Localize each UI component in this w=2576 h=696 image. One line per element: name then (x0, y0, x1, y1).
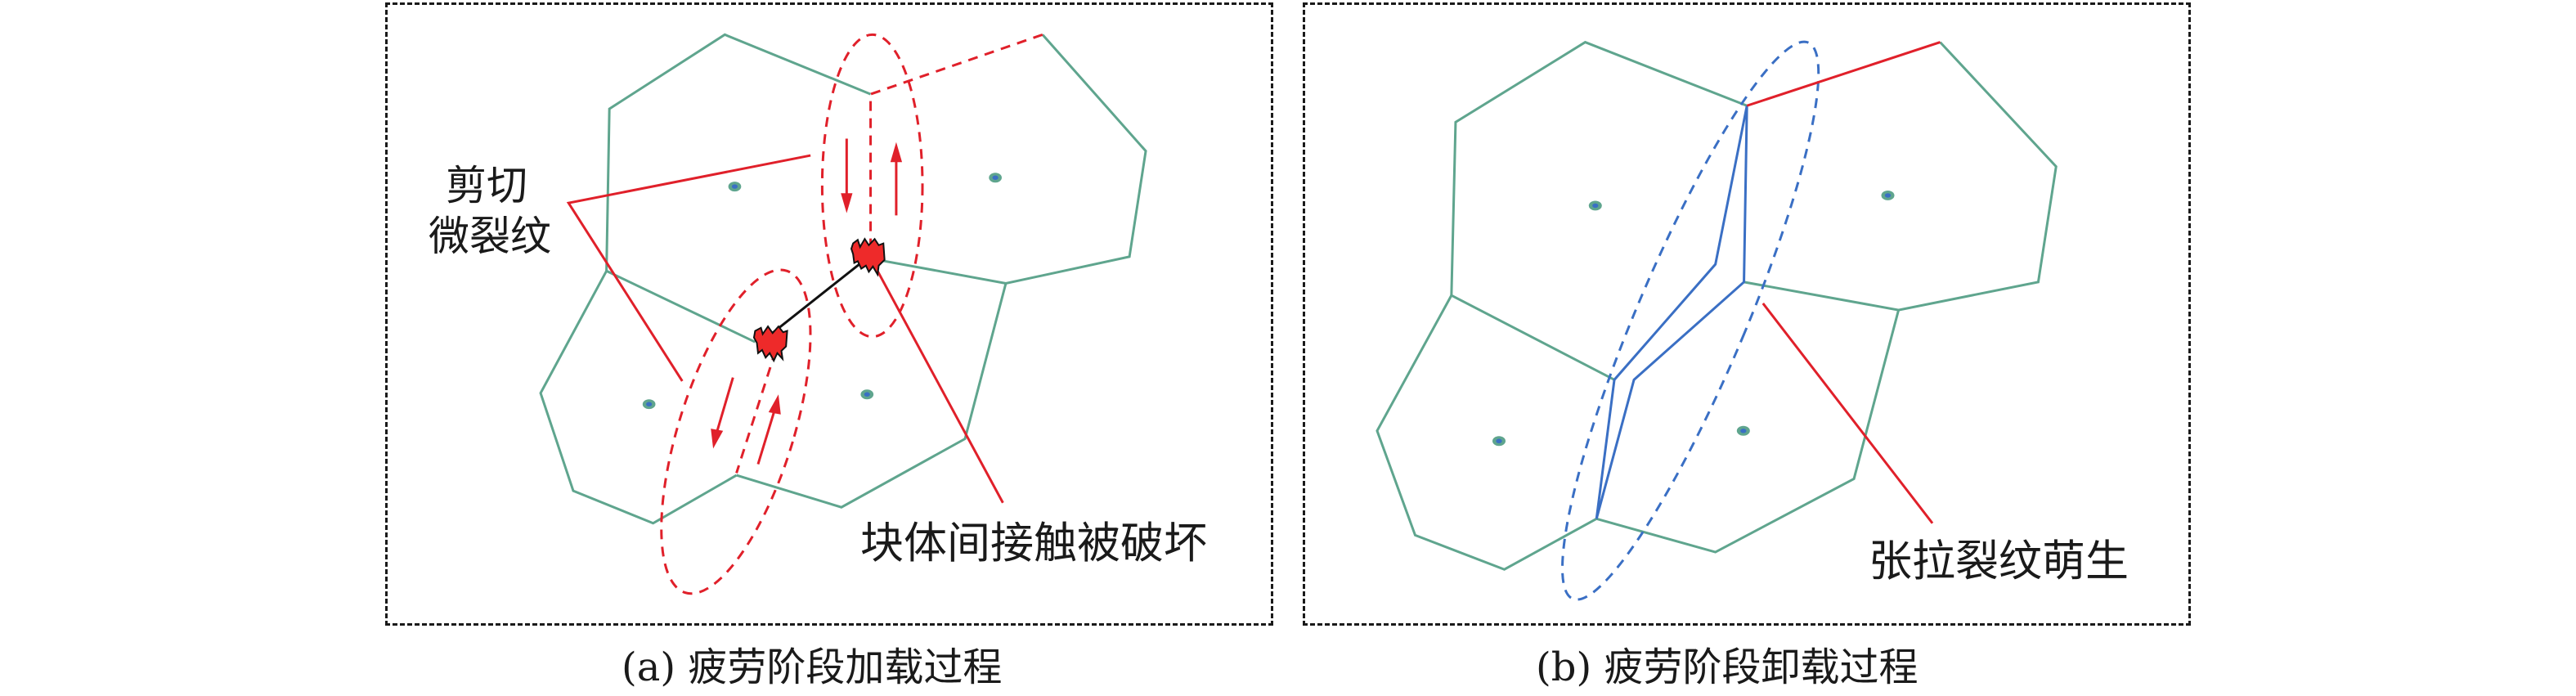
arrowhead-icon (711, 429, 724, 449)
grain-top-left (1452, 43, 1747, 380)
fracture-point-icon (851, 239, 885, 274)
shear-crack-upper (871, 34, 1043, 249)
panel-b-frame (1303, 2, 2191, 626)
arrowhead-icon (890, 141, 903, 163)
tensile-crack (1747, 43, 1940, 106)
label-shear-line2: 微裂纹 (429, 213, 551, 260)
arrowhead-icon (841, 193, 853, 213)
grain-bottom-left (541, 271, 737, 523)
shear-zone-lower (631, 260, 841, 603)
grain-bottom-right (737, 283, 1006, 507)
grain-bottom-left (1377, 295, 1596, 569)
grain-top-left (607, 34, 871, 342)
tensile-zone (1520, 29, 1860, 612)
shear-crack-lower (737, 351, 776, 473)
arrowhead-icon (768, 394, 781, 415)
caption-b: (b) 疲劳阶段卸载过程 (1536, 644, 1919, 690)
arrow-up-lower (758, 411, 774, 464)
grain-top-right (1744, 43, 2057, 310)
panel-a-frame (385, 2, 1273, 626)
opening-gap-left (1596, 106, 1747, 519)
leader-contact-broken (877, 271, 1003, 502)
opening-gap-right (1596, 106, 1747, 519)
caption-a: (a) 疲劳阶段加载过程 (622, 644, 1003, 690)
contact-link (764, 257, 868, 340)
arrow-down-lower (717, 378, 733, 431)
fracture-point-icon (754, 326, 788, 361)
label-tensile-crack: 张拉裂纹萌生 (1869, 537, 2129, 586)
grain-top-right (877, 34, 1146, 283)
label-contact-broken: 块体间接触被破坏 (860, 519, 1207, 568)
shear-zone-upper (822, 34, 922, 336)
leader-shear-microcrack (568, 155, 810, 381)
label-shear-line1: 剪切 (446, 162, 527, 209)
panel-b-diagram (1292, 0, 2224, 696)
grain-bottom-right (1596, 310, 1898, 552)
leader-tensile-crack (1763, 303, 1932, 523)
panel-a-diagram (376, 0, 1292, 696)
